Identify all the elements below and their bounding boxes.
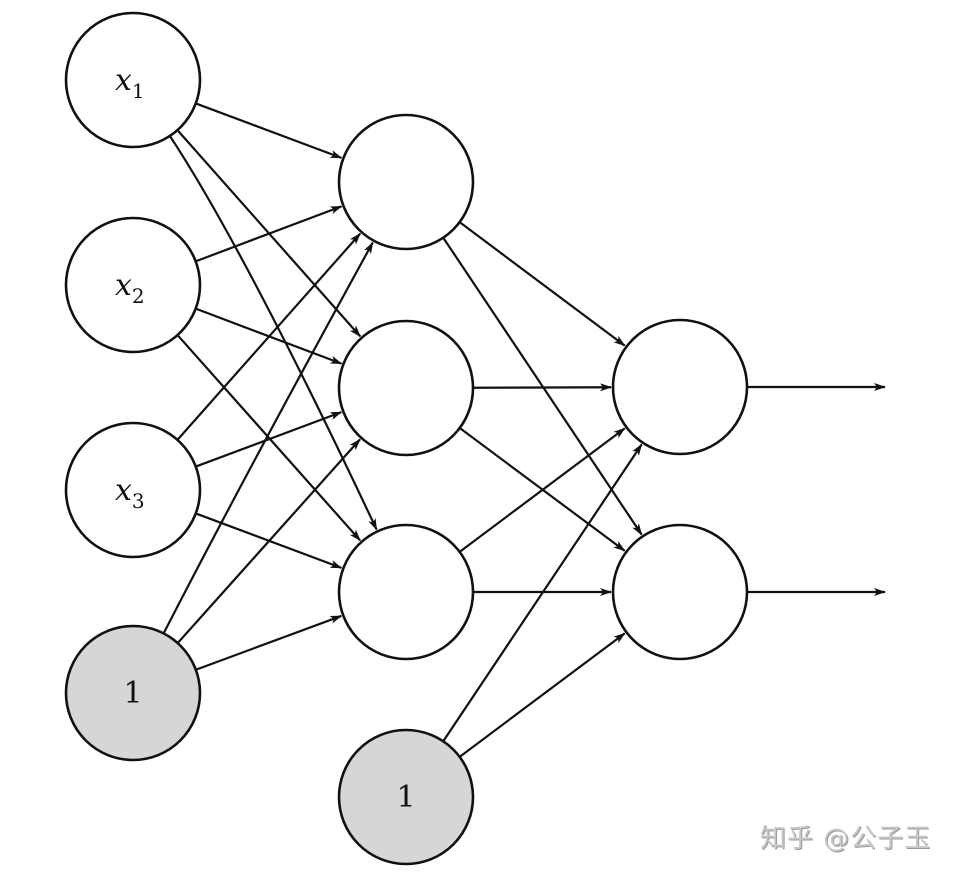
- node-circle: [337, 319, 475, 457]
- edge-x2-to-h1: [195, 205, 343, 263]
- node-circle: [64, 11, 202, 149]
- edge-b2-to-o1: [442, 443, 643, 742]
- edge-x2-to-h3: [176, 334, 361, 542]
- node-label: x3: [115, 473, 145, 513]
- edge-h3-to-o1: [458, 427, 626, 553]
- edge-h1-to-o1: [458, 221, 626, 347]
- node-x1: x1: [64, 11, 202, 149]
- node-h2: [337, 319, 475, 457]
- node-h3: [337, 523, 475, 661]
- node-x2: x2: [64, 216, 202, 354]
- node-label: x1: [115, 63, 145, 103]
- node-o1: [611, 318, 749, 456]
- node-circle: [337, 728, 475, 866]
- node-label: x2: [115, 268, 145, 308]
- node-circle: [64, 216, 202, 354]
- edge-h1-to-o2: [442, 237, 643, 536]
- edge-b1-to-h2: [176, 438, 361, 644]
- edge-h2-to-o1: [472, 383, 612, 392]
- node-x3: x3: [64, 421, 202, 559]
- watermark: 知乎 @公子玉: [760, 824, 932, 854]
- edge-b2-to-o2: [458, 632, 626, 758]
- edge-b1-to-h1: [162, 241, 374, 634]
- node-circle: [337, 113, 475, 251]
- edge-x1-to-h3: [168, 135, 378, 531]
- node-o2: [611, 523, 749, 661]
- node-label: 1: [123, 676, 142, 711]
- node-b1: 1: [64, 624, 202, 762]
- node-circle: [337, 523, 475, 661]
- node-label: 1: [396, 780, 415, 815]
- node-b2: 1: [337, 728, 475, 866]
- edge-x3-to-h2: [195, 411, 343, 468]
- node-circle: [64, 421, 202, 559]
- edge-b1-to-h3: [195, 614, 343, 671]
- node-h1: [337, 113, 475, 251]
- edge-x3-to-h1: [176, 232, 362, 441]
- node-circle: [611, 318, 749, 456]
- edge-x1-to-h1: [195, 102, 343, 159]
- node-circle: [611, 523, 749, 661]
- node-circle: [64, 624, 202, 762]
